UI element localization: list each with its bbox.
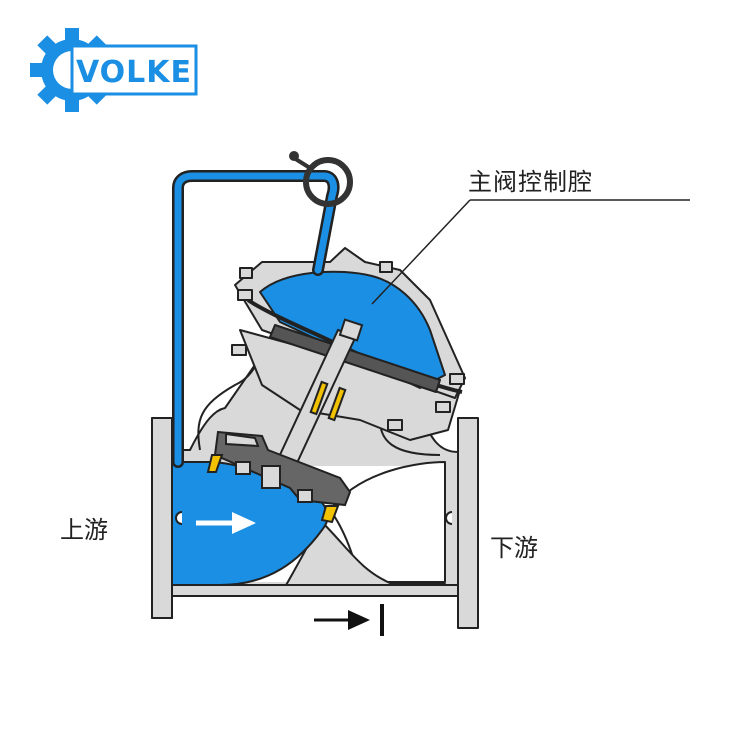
upstream-label: 上游 — [60, 516, 108, 544]
logo-text: VOLKE — [76, 55, 192, 90]
downstream-cavity — [329, 461, 446, 583]
logo-box — [70, 44, 198, 96]
direction-arrow-icon — [314, 604, 384, 636]
logo: VOLKE — [30, 28, 198, 112]
pilot-tube — [172, 170, 340, 468]
seat-seal-right — [320, 505, 340, 524]
flow-arrow-icon — [196, 512, 256, 534]
stem-assembly — [206, 318, 364, 524]
seat-seal-left — [206, 454, 224, 473]
downstream-label: 下游 — [490, 534, 538, 562]
stem-seal-1 — [309, 380, 329, 416]
main-valve-chamber-label: 主阀控制腔 — [468, 168, 593, 196]
right-flange — [457, 417, 479, 629]
valve-disc — [213, 430, 352, 507]
chamber-leader-line — [371, 199, 690, 305]
flange-holes — [175, 511, 453, 525]
needle-valve-handle — [289, 151, 353, 207]
stem-seal-2 — [327, 386, 347, 422]
